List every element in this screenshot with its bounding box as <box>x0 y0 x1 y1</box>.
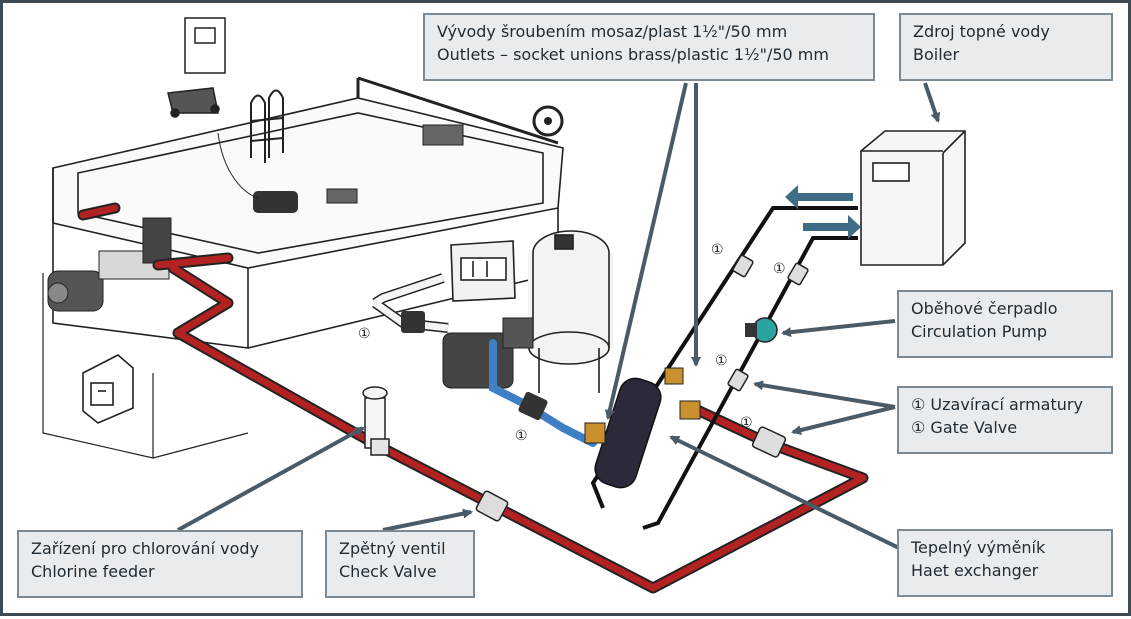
callout-outlets-en: Outlets – socket unions brass/plastic 1½… <box>437 45 829 64</box>
callout-chlorine-cz: Zařízení pro chlorování vody <box>31 539 259 558</box>
chlorine-feeder <box>362 386 390 456</box>
pool-ladder <box>250 89 284 163</box>
callout-outlets-cz: Vývody šroubením mosaz/plast 1½"/50 mm <box>437 22 788 41</box>
valve-marker: ① <box>740 415 753 431</box>
pool-heating-diagram: ① ① ① ① ① ① <box>42 17 966 594</box>
check-valve <box>475 490 509 522</box>
callout-pointers <box>177 82 941 550</box>
valve-marker: ① <box>773 261 786 277</box>
callout-gate-valve-cz: ① Uzavírací armatury <box>911 395 1083 414</box>
pool-cleaner-cart <box>167 17 226 118</box>
cover-reel <box>532 105 564 137</box>
callout-pump-cz: Oběhové čerpadlo <box>911 299 1058 318</box>
gate-valve-filter <box>401 311 425 333</box>
callout-boiler: Zdroj topné vody Boiler <box>899 13 1113 81</box>
circulation-pump-icon <box>745 317 778 343</box>
valve-marker: ① <box>715 353 728 369</box>
callout-boiler-cz: Zdroj topné vody <box>913 22 1050 41</box>
callout-circulation-pump: Oběhové čerpadlo Circulation Pump <box>897 290 1113 358</box>
valve-marker: ① <box>515 428 528 444</box>
red-return-pipe <box>77 202 869 594</box>
valve-marker: ① <box>711 242 724 258</box>
callout-heat-exchanger: Tepelný výměník Haet exchanger <box>897 529 1113 597</box>
callout-heat-exchanger-en: Haet exchanger <box>911 561 1039 580</box>
arrow-left-icon <box>785 185 853 209</box>
wall-control-box <box>82 354 134 424</box>
callout-pump-en: Circulation Pump <box>911 322 1048 341</box>
skimmer <box>326 124 464 204</box>
boiler-icon <box>860 130 966 266</box>
filter-pump <box>442 317 534 389</box>
callout-gate-valve: ① Uzavírací armatury ① Gate Valve <box>897 386 1113 454</box>
callout-chlorine-feeder: Zařízení pro chlorování vody Chlorine fe… <box>17 530 303 598</box>
gate-valves-boiler-circuit <box>727 254 809 392</box>
callout-chlorine-en: Chlorine feeder <box>31 562 155 581</box>
gate-valve-blue <box>518 391 548 421</box>
valve-marker: ① <box>358 326 371 342</box>
arrow-right-icon <box>803 215 861 239</box>
sand-filter-icon <box>528 230 613 393</box>
callout-check-valve-en: Check Valve <box>339 562 437 581</box>
robotic-pool-cleaner <box>217 132 298 213</box>
callout-heat-exchanger-cz: Tepelný výměník <box>911 538 1046 557</box>
callout-boiler-en: Boiler <box>913 45 960 64</box>
control-box-icon <box>450 240 516 302</box>
gate-valve-exchanger-return <box>751 426 787 458</box>
callout-check-valve-cz: Zpětný ventil <box>339 539 446 558</box>
valve-markers: ① ① ① ① ① ① <box>358 242 786 444</box>
heat-exchanger-icon <box>584 367 701 489</box>
callout-check-valve: Zpětný ventil Check Valve <box>325 530 475 598</box>
callout-outlets: Vývody šroubením mosaz/plast 1½"/50 mm O… <box>423 13 875 81</box>
callout-gate-valve-en: ① Gate Valve <box>911 418 1018 437</box>
pool-pump <box>47 217 172 312</box>
